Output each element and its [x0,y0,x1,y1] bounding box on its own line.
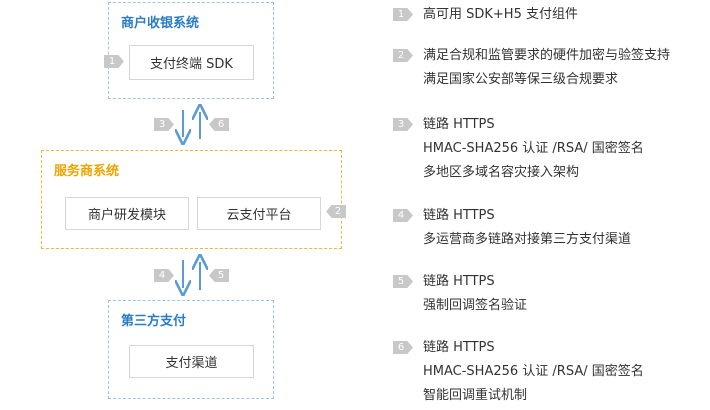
step-tag-5: 5 [209,269,229,282]
step-tag-2: 2 [326,205,346,218]
note-tag-3: 3 [393,118,413,131]
cloud-payment-platform-button[interactable]: 云支付平台 [197,197,321,230]
note-5-line-2: 强制回调签名验证 [423,298,528,313]
note-3-line-3: 多地区多域名容灾接入架构 [423,165,580,180]
merchant-system-title: 商户收银系统 [121,16,200,31]
step-tag-1: 1 [104,55,124,68]
payment-terminal-sdk-button[interactable]: 支付终端 SDK [129,45,254,80]
note-2-line-2: 满足国家公安部等保三级合规要求 [423,72,619,87]
note-tag-2: 2 [393,49,413,62]
note-5-line-1: 链路 HTTPS [423,274,495,289]
step-tag-6: 6 [209,118,229,131]
step-tag-3: 3 [154,118,174,131]
service-provider-title: 服务商系统 [54,164,120,179]
note-tag-4: 4 [393,209,413,222]
note-4-line-1: 链路 HTTPS [423,208,495,223]
note-3-line-1: 链路 HTTPS [423,117,495,132]
note-1-line-1: 高可用 SDK+H5 支付组件 [423,7,578,22]
note-tag-5: 5 [393,275,413,288]
third-party-payment-title: 第三方支付 [121,314,187,329]
cloud-payment-platform-label: 云支付平台 [226,208,292,223]
merchant-system-box: 商户收银系统 支付终端 SDK [108,2,274,99]
merchant-dev-module-button[interactable]: 商户研发模块 [65,197,189,230]
note-6-line-3: 智能回调重试机制 [423,388,528,403]
note-6-line-1: 链路 HTTPS [423,340,495,355]
note-2-line-1: 满足合规和监管要求的硬件加密与验签支持 [423,48,671,63]
payment-terminal-sdk-label: 支付终端 SDK [150,57,233,72]
note-tag-1: 1 [393,8,413,21]
third-party-payment-box: 第三方支付 支付渠道 [108,300,274,399]
merchant-dev-module-label: 商户研发模块 [87,208,166,223]
note-6-line-2: HMAC-SHA256 认证 /RSA/ 国密签名 [423,364,644,379]
note-4-line-2: 多运营商多链路对接第三方支付渠道 [423,232,632,247]
payment-channel-label: 支付渠道 [165,356,218,371]
note-tag-6: 6 [393,341,413,354]
service-provider-box: 服务商系统 商户研发模块 云支付平台 [41,150,342,249]
payment-channel-button[interactable]: 支付渠道 [129,345,254,378]
step-tag-4: 4 [154,269,174,282]
note-3-line-2: HMAC-SHA256 认证 /RSA/ 国密签名 [423,141,644,156]
